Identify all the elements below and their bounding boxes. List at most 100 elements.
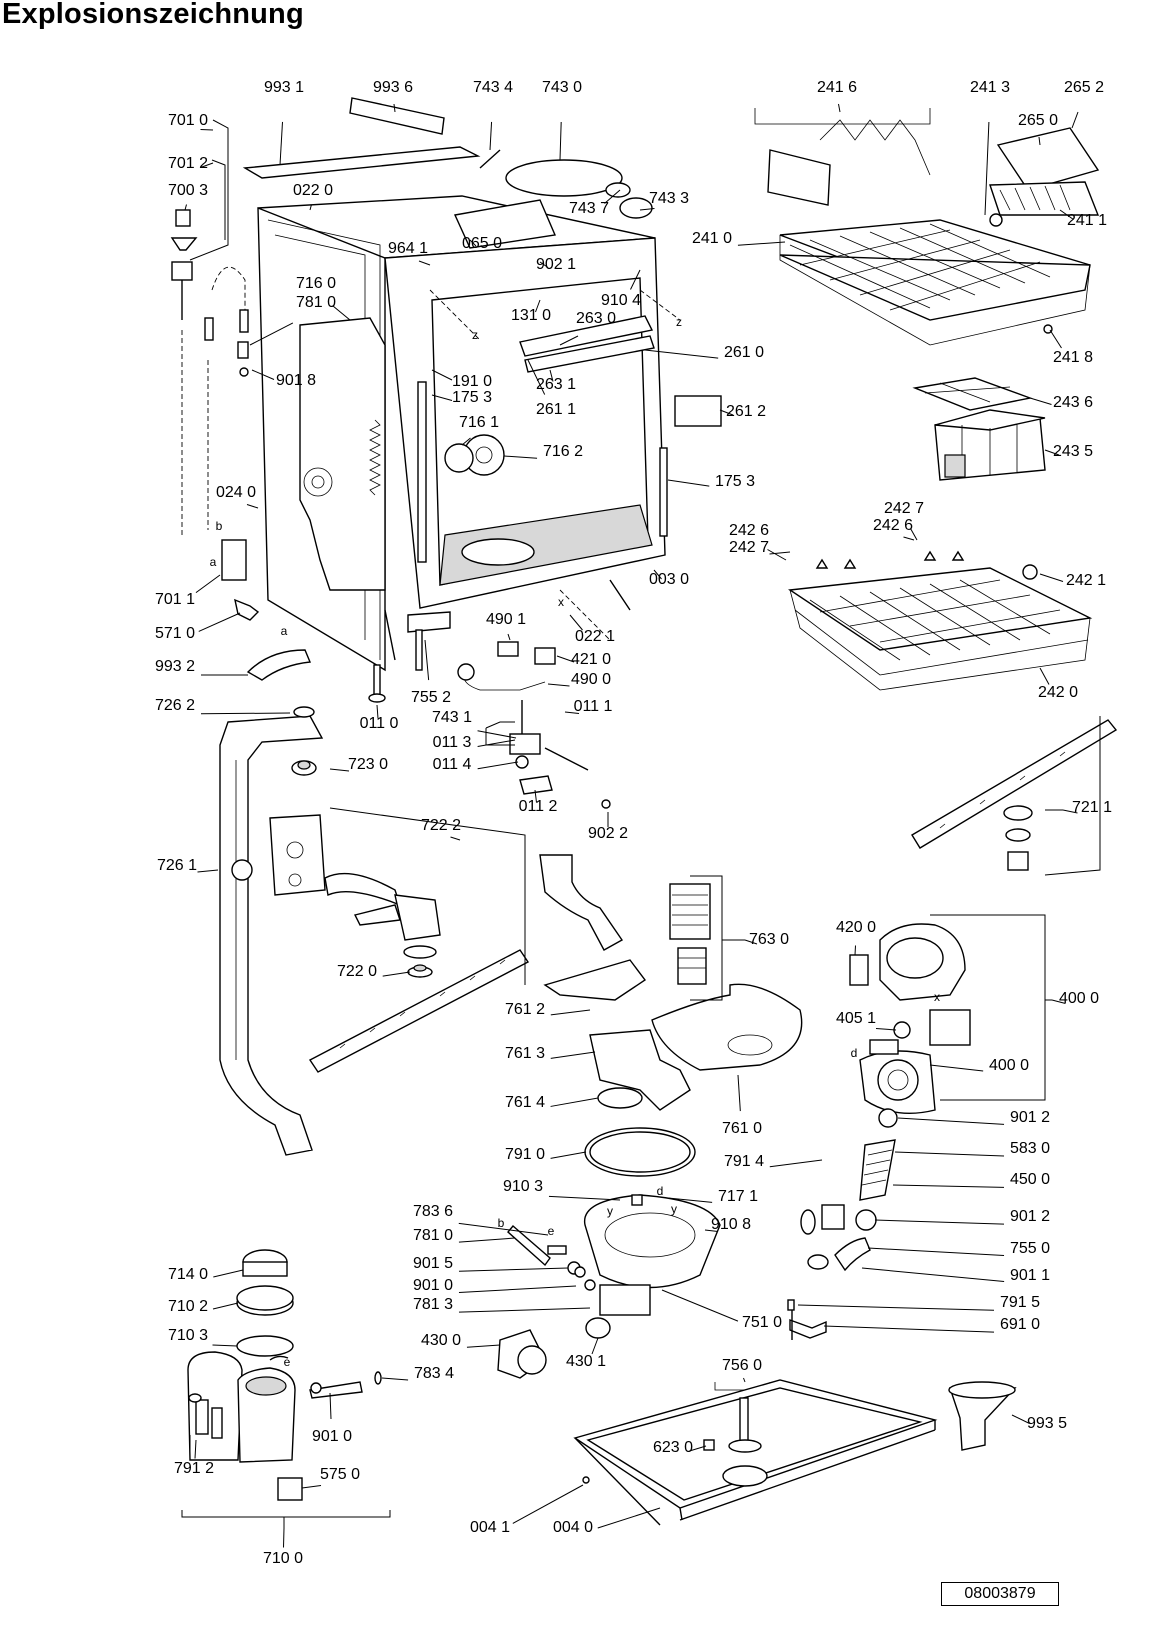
document-number-box: 08003879 [941, 1582, 1059, 1606]
leader-line [548, 1195, 621, 1201]
leader-line [550, 1097, 599, 1107]
part-label: 993 5 [1027, 1415, 1067, 1432]
part-label: 781 0 [296, 294, 336, 311]
part-label: 901 5 [413, 1255, 453, 1272]
part-label: 400 0 [1059, 990, 1099, 1007]
leader-line [1044, 449, 1060, 456]
reference-letter: z [676, 315, 682, 329]
leader-line [309, 204, 312, 211]
part-label: 781 3 [413, 1296, 453, 1313]
part-label: 242 7 [729, 539, 769, 556]
part-label: 004 1 [470, 1519, 510, 1536]
leader-line [1039, 573, 1064, 582]
part-label: 761 4 [505, 1094, 545, 1111]
part-label: 263 1 [536, 376, 576, 393]
part-label: 241 6 [817, 79, 857, 96]
leader-line [198, 612, 241, 632]
part-label: 430 0 [421, 1332, 461, 1349]
leader-line [797, 1304, 995, 1311]
water-softener [187, 1249, 303, 1501]
part-label: 490 0 [571, 671, 611, 688]
part-label: 241 1 [1067, 212, 1107, 229]
leader-line [743, 1377, 746, 1383]
leader-line [534, 789, 537, 803]
leader-line [332, 305, 351, 321]
part-label: 575 0 [320, 1466, 360, 1483]
leader-line [549, 369, 554, 382]
leader-line [550, 1151, 587, 1159]
part-label: 175 3 [715, 473, 755, 490]
part-label: 261 2 [726, 403, 766, 420]
part-label: 743 4 [473, 79, 513, 96]
leader-line [197, 869, 219, 873]
leader-line [458, 1237, 516, 1243]
leader-line [329, 768, 350, 772]
leader-line [667, 1197, 713, 1203]
part-label: 421 0 [571, 651, 611, 668]
leader-line [737, 1074, 741, 1112]
leader-line [477, 730, 517, 739]
leader-line [737, 241, 786, 246]
leader-line [194, 1439, 197, 1459]
leader-line [644, 349, 719, 359]
leader-line [212, 1302, 239, 1310]
leader-line [903, 536, 915, 541]
leader-line [458, 1267, 569, 1272]
part-label: 783 6 [413, 1203, 453, 1220]
part-label: 781 0 [413, 1227, 453, 1244]
leader-line [212, 1344, 238, 1347]
leader-line [1071, 111, 1079, 129]
leader-line [376, 704, 379, 719]
part-label: 756 0 [722, 1357, 762, 1374]
part-label: 022 1 [575, 628, 615, 645]
part-label: 901 2 [1010, 1208, 1050, 1225]
leader-line [910, 528, 918, 541]
part-label: 003 0 [649, 571, 689, 588]
leader-line [200, 129, 214, 131]
reference-letter: a [281, 624, 288, 638]
part-label: 571 0 [155, 625, 195, 642]
part-label: 902 1 [536, 256, 576, 273]
leader-line [667, 479, 710, 487]
leader-line [854, 945, 856, 956]
leader-line [249, 322, 294, 346]
part-label: 755 0 [1010, 1240, 1050, 1257]
leader-line [867, 1247, 1005, 1257]
leader-line [527, 359, 546, 395]
leader-lines [184, 103, 1079, 1548]
leader-line [569, 614, 583, 631]
part-label: 701 2 [168, 155, 208, 172]
part-label: 191 0 [452, 373, 492, 390]
leader-line [246, 504, 259, 509]
part-label: 242 6 [873, 517, 913, 534]
leader-line [547, 683, 570, 687]
leader-line [564, 711, 580, 714]
part-label: 716 1 [459, 414, 499, 431]
leader-line [195, 574, 221, 594]
part-label: 763 0 [749, 931, 789, 948]
lower-spray-arm [308, 872, 530, 1073]
part-label: 761 3 [505, 1045, 545, 1062]
leader-line [769, 1159, 823, 1168]
leader-line [639, 208, 655, 211]
leader-line [929, 1064, 984, 1072]
cutlery-basket [912, 377, 1046, 481]
electrical-parts [457, 641, 611, 809]
left-top-parts [170, 209, 451, 703]
part-label: 751 0 [742, 1314, 782, 1331]
leader-line [984, 121, 990, 216]
leader-line [283, 1527, 285, 1548]
leader-line [1051, 999, 1066, 1004]
leader-line [200, 712, 291, 715]
leader-line [458, 1222, 549, 1236]
part-label: 716 2 [543, 443, 583, 460]
leader-line [279, 121, 283, 166]
leader-line [466, 1344, 501, 1348]
leader-line [1059, 209, 1074, 220]
leader-line [874, 1219, 1005, 1225]
part-label: 726 1 [157, 857, 197, 874]
part-label: 450 0 [1010, 1171, 1050, 1188]
part-label: 722 0 [337, 963, 377, 980]
part-label: 405 1 [836, 1010, 876, 1027]
